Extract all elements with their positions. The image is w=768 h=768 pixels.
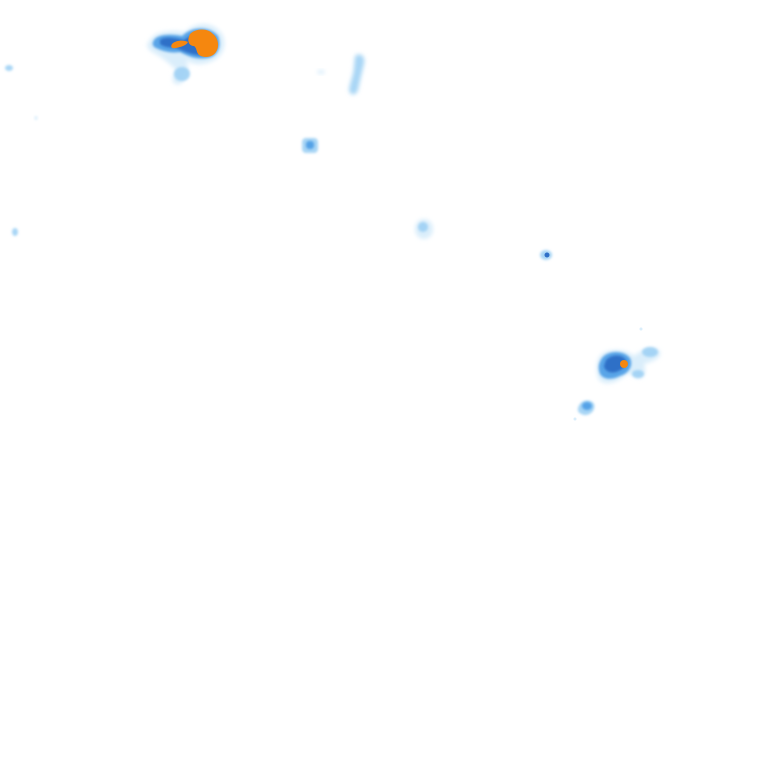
- precip-specks-west: [5, 65, 38, 236]
- precip-cell-northwest-large: [147, 24, 225, 85]
- precip-cell-east-cluster: [596, 327, 661, 384]
- precip-cell-center-faint: [415, 219, 433, 239]
- precip-cell-east-dot: [540, 250, 552, 260]
- precip-cell-north-streak: [317, 54, 365, 95]
- precip-cell-southeast-small: [573, 400, 595, 421]
- precip-cell-central: [302, 138, 318, 153]
